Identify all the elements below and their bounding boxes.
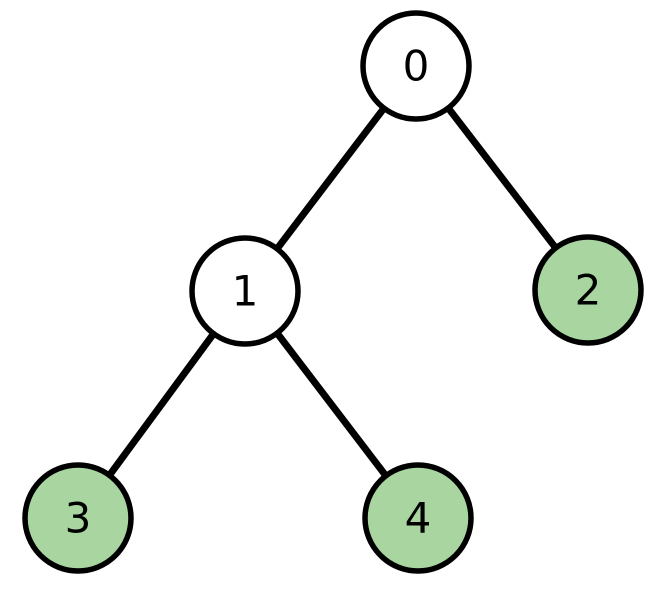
tree-node-3: 3 (22, 462, 134, 574)
tree-node-circle-internal (189, 235, 301, 347)
tree-node-label: 2 (575, 266, 602, 315)
tree-node-1: 1 (189, 235, 301, 347)
tree-node-circle-leaf (362, 462, 474, 574)
tree-node-circle-leaf (22, 462, 134, 574)
tree-node-circle-internal (360, 10, 472, 122)
tree-node-4: 4 (362, 462, 474, 574)
tree-node-label: 1 (232, 267, 259, 316)
tree-node-label: 0 (403, 42, 430, 91)
tree-node-0: 0 (360, 10, 472, 122)
tree-node-circle-leaf (532, 234, 644, 346)
tree-node-label: 3 (65, 494, 92, 543)
tree-node-2: 2 (532, 234, 644, 346)
tree-node-label: 4 (405, 494, 432, 543)
